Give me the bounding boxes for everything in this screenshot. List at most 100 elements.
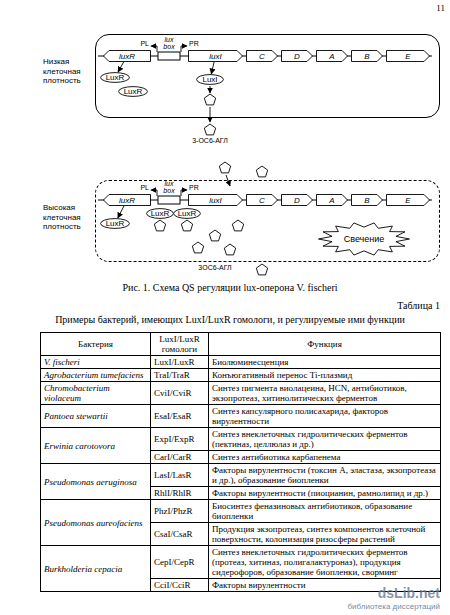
outline-shape bbox=[282, 195, 313, 206]
gene-arrow: E bbox=[386, 194, 430, 206]
promoter-label: PR bbox=[189, 40, 201, 48]
oval-shape bbox=[174, 209, 201, 219]
density-label: Низкая клеточная плотность bbox=[43, 57, 93, 86]
protein-oval: LuxI bbox=[196, 74, 224, 85]
luminescence-label: Свечение bbox=[318, 222, 410, 256]
density-label: Высокая клеточная плотность bbox=[43, 203, 93, 232]
watermark: библиотека диссертаций bbox=[300, 602, 440, 611]
gene-arrow: B bbox=[351, 50, 383, 62]
gene-name: A bbox=[316, 194, 348, 206]
protein-name: LuxR bbox=[118, 86, 148, 97]
ahl-pentagon bbox=[256, 166, 267, 177]
ahl-pentagon bbox=[181, 220, 192, 231]
gene-arrow: luxR bbox=[103, 50, 151, 62]
table-cell: LuxI/LuxR bbox=[150, 355, 209, 369]
ahl-pentagon bbox=[224, 244, 235, 255]
table-cell: RhlI/RhlR bbox=[150, 486, 209, 500]
protein-oval: LuxR bbox=[100, 218, 130, 229]
protein-name: LuxR bbox=[100, 72, 130, 83]
table-cell: LuxI/LuxR гомологи bbox=[150, 332, 209, 356]
page-number: 11 bbox=[415, 3, 445, 13]
table-cell: Синтез внеклеточных гидролитических ферм… bbox=[208, 545, 441, 579]
gene-name: luxR bbox=[103, 50, 151, 62]
gene-name: E bbox=[386, 194, 430, 206]
promoter-arrow bbox=[151, 46, 157, 52]
oval-shape bbox=[101, 73, 130, 83]
outline-shape bbox=[387, 51, 430, 62]
table-cell: Биолюминесценция bbox=[208, 355, 441, 369]
table-cell: Pseudomonas aureofaciens bbox=[40, 499, 151, 546]
table-cell: Синтез капсулярного полисахарида, фактор… bbox=[208, 404, 441, 428]
gene-name: luxI bbox=[188, 194, 243, 206]
promoter-arrow bbox=[181, 46, 187, 52]
ahl-pentagon bbox=[192, 242, 203, 253]
table-cell: Agrobacterium tumefaciens bbox=[40, 368, 151, 382]
promoter-arrow bbox=[181, 190, 187, 196]
table-cell: TraI/TraR bbox=[150, 368, 209, 382]
outline-shape bbox=[189, 195, 243, 206]
lux-box-label: lux box bbox=[160, 36, 178, 50]
table-cell: Синтез антибиотика карбапенема bbox=[208, 450, 441, 464]
gene-name: D bbox=[281, 194, 313, 206]
ahl-pentagon bbox=[219, 162, 230, 173]
protein-name: LuxR bbox=[100, 218, 130, 229]
table-cell: Функция bbox=[208, 332, 441, 356]
outline-shape bbox=[104, 51, 151, 62]
gene-arrow: A bbox=[316, 194, 348, 206]
ahl-pentagon bbox=[256, 264, 267, 275]
gene-name: B bbox=[351, 50, 383, 62]
table-cell: LasI/LasR bbox=[150, 463, 209, 487]
gene-name: luxI bbox=[188, 50, 243, 62]
table-cell: Pseudomonas aeruginosa bbox=[40, 463, 151, 500]
gene-arrow: C bbox=[246, 194, 278, 206]
diffusion-arrow bbox=[210, 107, 211, 122]
arrow-connector bbox=[118, 62, 124, 72]
table-cell: Синтез пигмента виолацеина, HCN, антибио… bbox=[208, 381, 441, 405]
protein-oval: LuxR bbox=[118, 86, 148, 97]
lux-box-label: lux box bbox=[160, 180, 178, 194]
gene-name: B bbox=[351, 194, 383, 206]
ahl-pentagon bbox=[232, 220, 243, 231]
watermark: dsLib.net bbox=[320, 585, 440, 601]
oval-shape bbox=[147, 209, 174, 219]
table-cell: Erwinia carotovora bbox=[40, 427, 151, 464]
gene-name: D bbox=[281, 50, 313, 62]
outline-shape bbox=[317, 51, 348, 62]
protein-name: LuxI bbox=[196, 74, 224, 85]
outline-shape bbox=[319, 223, 410, 255]
signal-molecule-label: 3-OC6-АГЛ bbox=[175, 137, 245, 145]
table-cell: Chromobacterium violaceum bbox=[40, 381, 151, 405]
gene-arrow: A bbox=[316, 50, 348, 62]
table-cell: CarI/CarR bbox=[150, 450, 209, 464]
protein-name: LuxR bbox=[173, 208, 201, 219]
table-cell: Pantoea stewartii bbox=[40, 404, 151, 428]
gene-arrow: luxI bbox=[188, 50, 243, 62]
table-cell: Конъюгативный перенос Ti-плазмид bbox=[208, 368, 441, 382]
promoter-label: PL bbox=[137, 184, 149, 192]
oval-shape bbox=[197, 75, 224, 85]
figure-caption: Рис. 1. Схема QS регуляции lux-оперона V… bbox=[20, 282, 440, 293]
table-cell: Продукция экзопротеаз, синтез компоненто… bbox=[208, 522, 441, 546]
table-cell: Биосинтез феназиновых антибиотиков, обра… bbox=[208, 499, 441, 523]
lux-box-site bbox=[158, 196, 180, 204]
gene-name: C bbox=[246, 50, 278, 62]
cell-outline: Высокая клеточная плотностьluxRluxICDABE… bbox=[95, 180, 440, 262]
outline-shape bbox=[189, 51, 243, 62]
outline-shape bbox=[352, 51, 383, 62]
table-cell: CsaI/CsaR bbox=[150, 522, 209, 546]
table-cell: EsaI/EsaR bbox=[150, 404, 209, 428]
table-cell: CciI/CciR bbox=[150, 578, 209, 592]
table-cell: Burkholderia cepacia bbox=[40, 545, 151, 592]
table-cell: Бактерия bbox=[40, 332, 151, 356]
table-cell: Синтез внеклеточных гидролитических ферм… bbox=[208, 427, 441, 451]
table-cell: Факторы вирулентности (пиоцианин, рамнол… bbox=[208, 486, 441, 500]
gene-arrow: D bbox=[281, 50, 313, 62]
gene-name: E bbox=[386, 50, 430, 62]
gene-arrow: E bbox=[386, 50, 430, 62]
table-cell: PhzI/PhzR bbox=[150, 499, 209, 523]
gene-arrow: C bbox=[246, 50, 278, 62]
table-cell: CviI/CviR bbox=[150, 381, 209, 405]
outline-shape bbox=[247, 51, 278, 62]
table-cell: CepI/CepR bbox=[150, 545, 209, 579]
